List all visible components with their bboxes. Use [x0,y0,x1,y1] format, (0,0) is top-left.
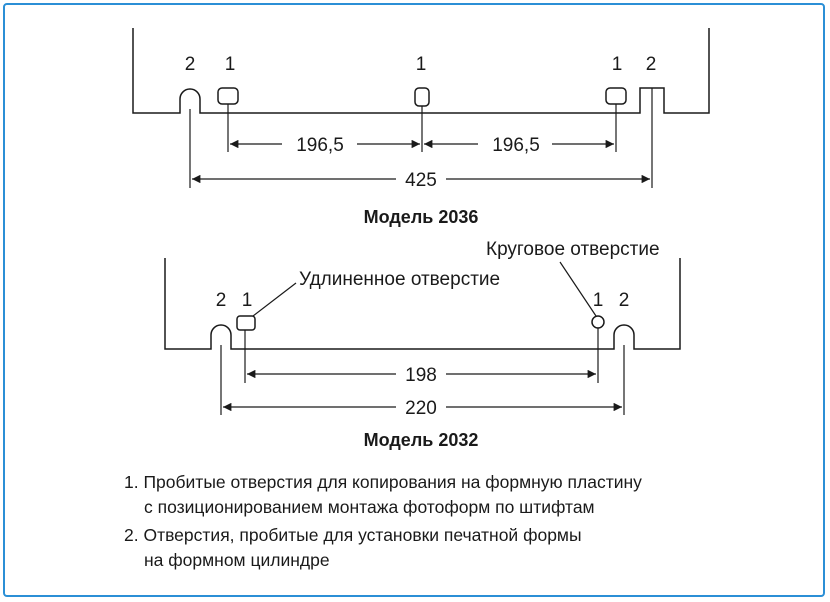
caption-model-2032: Модель 2032 [364,430,479,450]
dim-196-5-right: 196,5 [492,135,540,156]
dim-196-5-left: 196,5 [296,135,344,156]
dim-425: 425 [405,170,437,191]
model-2032-markers: 2 1 1 2 [216,290,630,311]
model-2032-dimensions: 198 220 [220,328,625,419]
figure-frame [3,3,825,597]
elongated-hole-center [414,87,430,107]
marker-2-left: 2 [216,290,227,311]
marker-1-center: 1 [416,54,427,75]
marker-1-right: 1 [612,54,623,75]
model-2036-dimensions: 196,5 196,5 425 [189,104,653,191]
marker-1-left: 1 [242,290,253,311]
label-elongated-hole: Удлиненное отверстие [299,269,500,290]
note-2-line-1: 2. Отверстия, пробитые для установки печ… [124,525,582,545]
notes: 1. Пробитые отверстия для копирования на… [124,472,642,570]
model-2036-markers: 2 1 1 1 2 [185,54,657,75]
marker-2-right: 2 [619,290,630,311]
marker-2-right: 2 [646,54,657,75]
caption-model-2036: Модель 2036 [364,207,479,227]
note-2-line-2: на формном цилиндре [144,550,330,570]
marker-1-right: 1 [593,290,604,311]
model-2032-callouts: Удлиненное отверстие Круговое отверстие [252,239,660,317]
marker-1-left: 1 [225,54,236,75]
dim-220: 220 [405,398,437,419]
elongated-hole-left [217,87,239,105]
round-hole [591,315,605,329]
note-1-line-1: 1. Пробитые отверстия для копирования на… [124,472,642,492]
note-1-line-2: с позиционированием монтажа фотоформ по … [144,497,595,517]
elongated-hole-right [605,87,627,105]
label-round-hole: Круговое отверстие [486,239,660,260]
elongated-hole [236,315,256,331]
dim-198: 198 [405,365,437,386]
marker-2-left: 2 [185,54,196,75]
